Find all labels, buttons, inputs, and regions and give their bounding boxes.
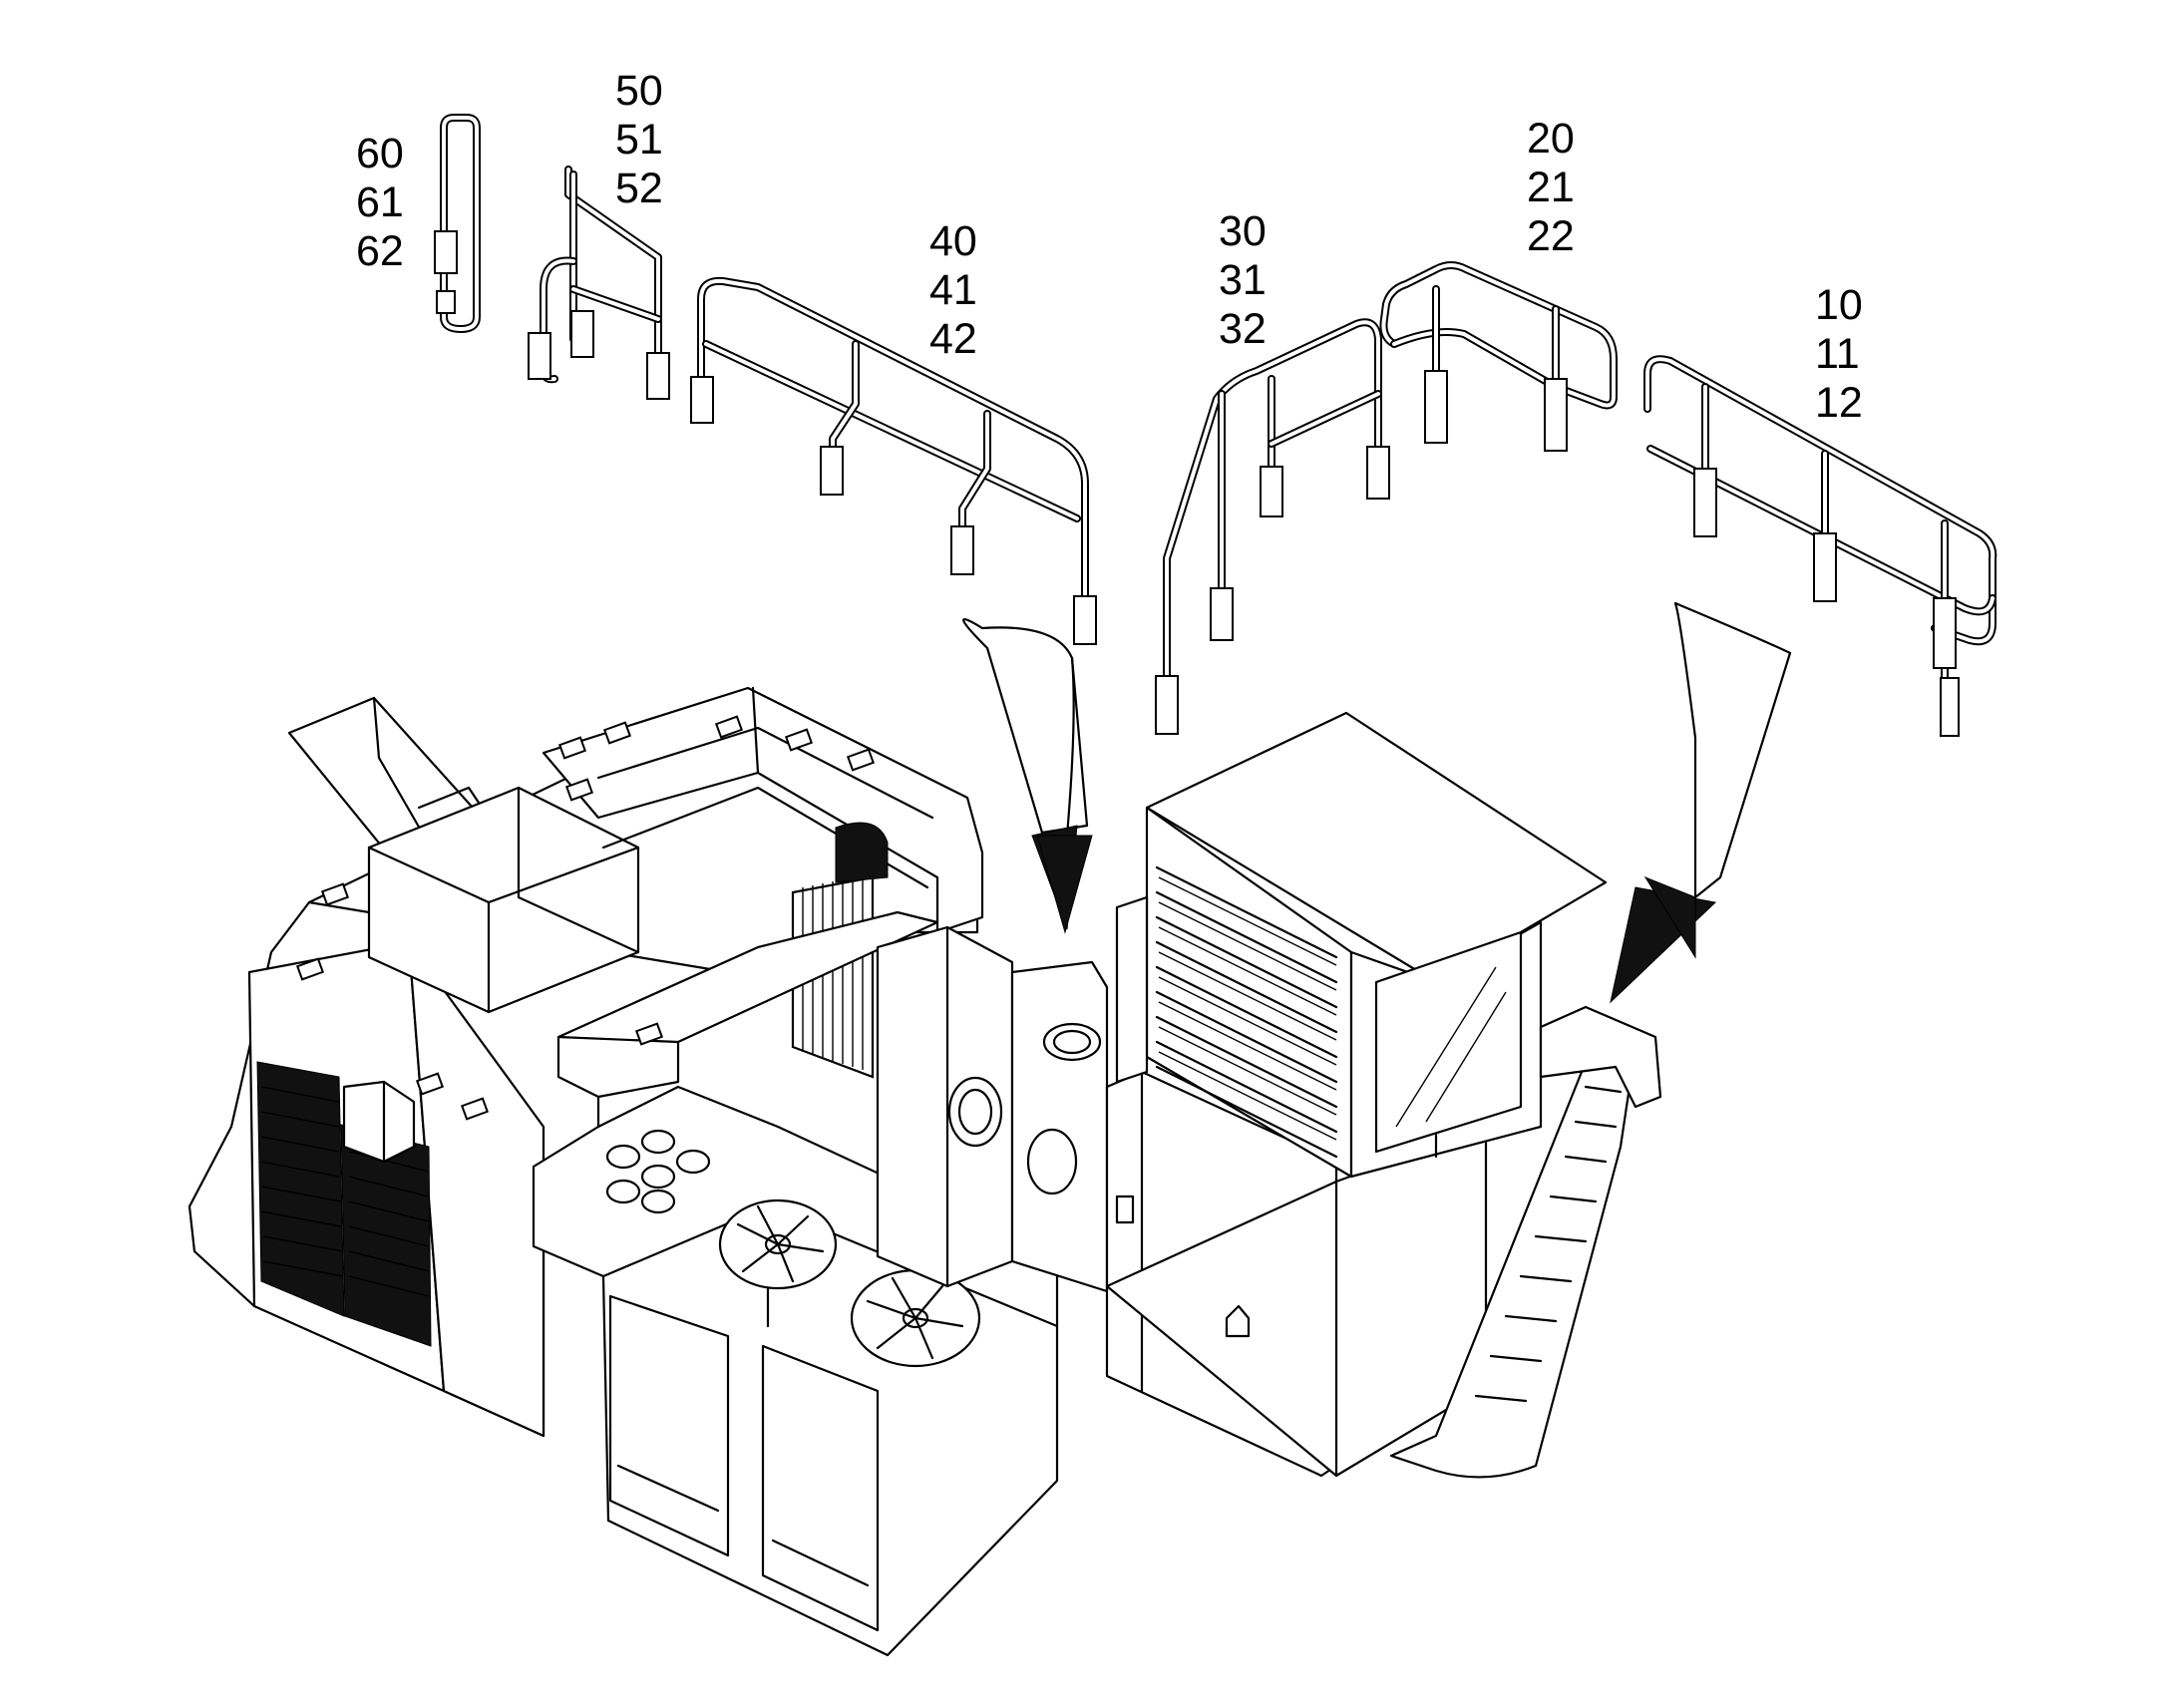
callout-32: 32 xyxy=(1219,305,1267,353)
grab-handle-60 xyxy=(434,114,481,333)
leader-arrow-right xyxy=(1610,601,1792,1004)
rear-lower-cabinet xyxy=(1105,1125,1488,1478)
callout-22: 22 xyxy=(1527,212,1575,260)
callout-42: 42 xyxy=(929,315,977,363)
callout-50: 50 xyxy=(615,67,663,115)
railing-30 xyxy=(1155,318,1390,735)
front-door-left xyxy=(608,1294,730,1557)
callout-61: 61 xyxy=(356,178,404,226)
cooler-support xyxy=(1115,895,1149,1084)
callout-12: 12 xyxy=(1815,379,1863,427)
radiator-cap xyxy=(835,822,889,883)
filter-disc-cluster xyxy=(605,1129,711,1214)
front-door-right xyxy=(761,1344,880,1632)
callout-41: 41 xyxy=(929,266,977,314)
stair-steps xyxy=(1474,1085,1623,1403)
railing-10 xyxy=(1643,355,1998,737)
leader-arrow-left xyxy=(962,618,1093,934)
engine-grille-left xyxy=(256,1061,345,1317)
callout-60: 60 xyxy=(356,130,404,177)
callout-group-40: 40 41 42 xyxy=(929,217,977,363)
callout-group-10: 10 11 12 xyxy=(1815,281,1863,427)
callout-62: 62 xyxy=(356,227,404,275)
control-box xyxy=(342,1080,416,1164)
valve-tower xyxy=(1010,960,1109,1293)
callout-52: 52 xyxy=(615,165,663,212)
machine-assembly xyxy=(187,686,1662,1657)
callout-30: 30 xyxy=(1219,207,1267,255)
callout-10: 10 xyxy=(1815,281,1863,329)
railing-40 xyxy=(690,276,1097,645)
cooler-block-top xyxy=(1145,711,1608,984)
deck-hatches xyxy=(295,715,876,1121)
callout-21: 21 xyxy=(1527,164,1575,211)
callout-40: 40 xyxy=(929,217,977,265)
callout-group-50: 50 51 52 xyxy=(615,67,663,212)
cooling-fan-2 xyxy=(850,1268,981,1368)
cooling-fan-1 xyxy=(718,1198,838,1290)
rear-frame xyxy=(542,686,984,934)
cooler-louvers xyxy=(1155,865,1338,1159)
right-frame-beam xyxy=(1539,1005,1662,1109)
callout-group-30: 30 31 32 xyxy=(1219,207,1267,353)
callout-11: 11 xyxy=(1815,330,1860,378)
callout-31: 31 xyxy=(1219,256,1267,304)
railing-20 xyxy=(1379,261,1618,452)
railing-50 xyxy=(528,166,670,400)
callout-group-20: 20 21 22 xyxy=(1527,115,1575,260)
callout-group-60: 60 61 62 xyxy=(356,130,404,275)
callout-20: 20 xyxy=(1527,115,1575,163)
callout-51: 51 xyxy=(615,116,663,164)
